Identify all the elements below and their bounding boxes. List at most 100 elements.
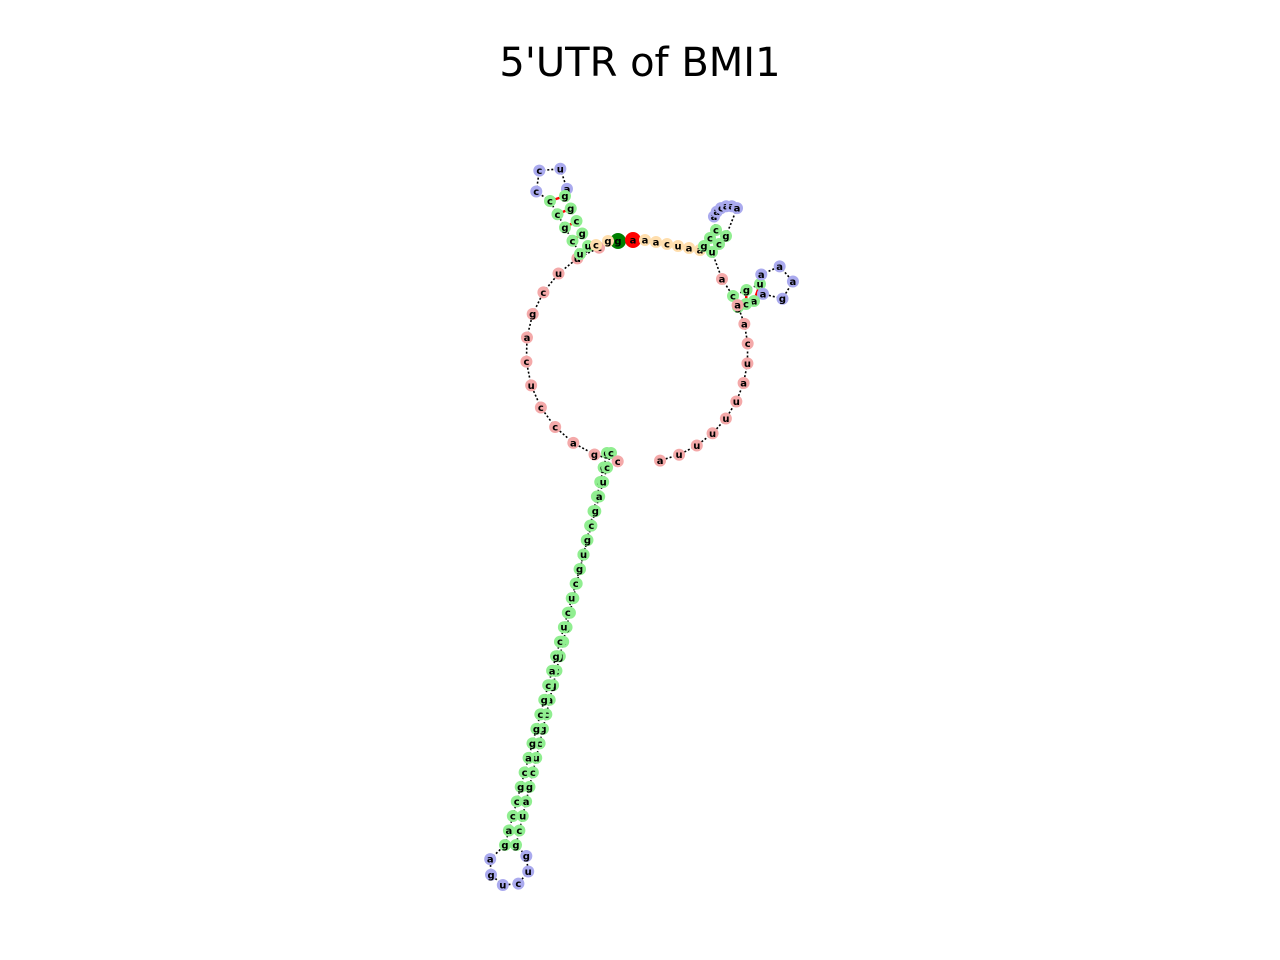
nucleotide: u [552,267,565,280]
svg-text:a: a [630,236,637,247]
svg-text:g: g [526,782,533,793]
nucleotide: a [484,853,497,866]
svg-text:u: u [709,429,716,440]
nucleotide: u [690,439,703,452]
nucleotide: c [553,635,566,648]
nucleotide: a [731,299,744,312]
nucleotide: c [510,795,523,808]
nucleotide: c [710,224,722,237]
diagram-title: 5'UTR of BMI1 [499,40,781,86]
nucleotide: g [550,650,563,663]
svg-text:g: g [614,237,621,248]
nucleotide: g [588,448,601,461]
nucleotide: g [589,505,602,518]
nucleotide: c [741,337,754,350]
svg-text:a: a [760,289,767,300]
nucleotide: a [625,232,641,248]
nucleotide: c [590,239,602,252]
svg-text:a: a [734,204,741,215]
svg-text:u: u [557,164,564,175]
nucleotide: c [713,238,725,251]
nucleotide: c [512,877,525,890]
nucleotide: c [601,461,614,474]
svg-text:u: u [708,248,715,259]
nucleotide: c [534,708,547,721]
nucleotide: a [520,795,533,808]
nucleotide: a [786,275,799,288]
svg-text:g: g [722,232,729,243]
svg-text:c: c [574,217,580,228]
nucleotide: u [522,865,535,878]
nucleotide: a [502,824,515,837]
svg-text:a: a [719,275,726,286]
svg-text:u: u [744,359,751,370]
svg-text:g: g [579,229,586,240]
svg-text:a: a [751,297,758,308]
nucleotide: a [654,454,667,467]
svg-text:g: g [541,695,548,706]
nucleotide: g [520,850,533,863]
svg-text:u: u [600,478,607,489]
nucleotide: u [525,379,538,392]
svg-text:g: g [552,652,559,663]
svg-text:a: a [523,797,530,808]
svg-text:c: c [533,187,539,198]
nucleotide: u [719,412,732,425]
svg-text:c: c [555,210,561,221]
svg-text:c: c [540,288,546,299]
nucleotide: a [738,317,751,330]
svg-text:g: g [529,739,536,750]
nucleotide: c [520,355,533,368]
svg-text:u: u [555,269,562,280]
nucleotide: u [730,395,743,408]
nucleotide: c [533,164,546,177]
nucleotide: c [727,290,739,303]
svg-text:u: u [693,441,700,452]
svg-text:c: c [516,826,522,837]
svg-text:c: c [530,768,536,779]
svg-text:u: u [756,280,763,291]
nucleotide: c [526,766,539,779]
nucleotide: c [561,606,574,619]
nucleotide: g [526,308,539,321]
svg-text:u: u [528,381,535,392]
svg-text:u: u [525,867,532,878]
svg-text:g: g [591,450,598,461]
svg-text:c: c [547,197,553,208]
nucleotide: a [650,236,662,249]
nucleotide: u [706,246,718,259]
nucleotide: c [544,195,556,208]
svg-text:c: c [537,710,543,721]
svg-text:u: u [584,242,591,253]
nucleotide: u [741,357,754,370]
svg-text:g: g [779,294,786,305]
svg-text:a: a [711,212,718,223]
svg-text:a: a [524,333,531,344]
svg-text:a: a [776,262,783,273]
svg-text:c: c [730,292,736,303]
nucleotide: c [570,215,583,228]
svg-text:u: u [499,881,506,892]
svg-text:a: a [686,244,693,255]
nucleotide: u [672,240,684,253]
svg-text:g: g [561,192,568,203]
nucleotide: a [737,376,750,389]
nucleotide: g [564,202,577,215]
nucleotide: g [538,693,551,706]
svg-text:c: c [570,236,576,247]
svg-text:c: c [536,166,542,177]
svg-text:c: c [743,300,749,311]
nucleotide: c [611,455,624,468]
nucleotide: c [537,286,550,299]
svg-text:a: a [564,184,571,195]
svg-text:c: c [707,234,713,245]
nucleotide: u [554,162,567,175]
nucleotide: u [565,592,578,605]
svg-text:u: u [733,397,740,408]
svg-text:u: u [568,594,575,605]
svg-text:g: g [592,507,599,518]
svg-text:c: c [510,811,516,822]
svg-text:a: a [740,378,747,389]
nucleotide: c [551,208,564,221]
svg-text:c: c [716,240,722,251]
